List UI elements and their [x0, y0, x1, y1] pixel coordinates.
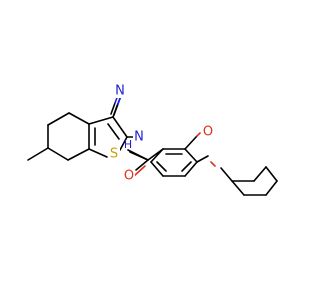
label-backdrop	[114, 84, 126, 98]
ether-o-label: O	[203, 125, 213, 140]
triple-bond	[113, 103, 119, 116]
bond	[88, 116, 114, 125]
benzyl-ether	[184, 132, 216, 167]
bond	[220, 167, 233, 182]
cyclohexane-ring	[27, 112, 90, 161]
bond	[265, 166, 278, 182]
bond	[119, 136, 128, 151]
central-benzene	[150, 148, 198, 177]
bond	[68, 112, 90, 125]
bond	[135, 159, 149, 171]
bond	[231, 180, 245, 196]
amide-h-label: H	[124, 138, 132, 151]
label-backdrop	[123, 169, 135, 183]
bond	[150, 148, 164, 163]
structure-canvas: N N H O O S	[27, 84, 278, 196]
bond	[265, 180, 278, 196]
bond	[88, 148, 108, 158]
carbonyl-o-label: O	[124, 169, 134, 184]
thiophene-ring	[88, 116, 128, 158]
bond	[47, 112, 70, 126]
bond	[196, 132, 201, 137]
atom-labels: N N H O O S	[108, 84, 214, 184]
bond	[127, 149, 149, 161]
bond	[210, 161, 216, 167]
nitrile-n-label: N	[115, 84, 125, 99]
bond	[184, 161, 198, 177]
label-backdrop	[133, 130, 145, 144]
benzyl-phenyl	[196, 155, 278, 196]
amide-n-label: N	[134, 130, 144, 145]
bond	[184, 135, 198, 150]
triple-bond	[110, 102, 116, 115]
bond-double-inner	[107, 123, 120, 140]
bond-double-inner	[156, 161, 167, 172]
carbonyl-double	[133, 165, 146, 177]
bond	[67, 148, 90, 161]
bond	[112, 116, 128, 138]
label-backdrop	[108, 147, 120, 161]
label-backdrop	[202, 125, 214, 139]
molecule-drawing: N N H O O S	[27, 84, 278, 196]
bond-double-inner	[181, 161, 192, 172]
methyl-bond	[27, 147, 49, 161]
bond	[184, 148, 198, 163]
thiophene-s-label: S	[110, 147, 118, 162]
bond	[47, 147, 69, 161]
bond	[253, 166, 267, 182]
bond	[196, 155, 209, 163]
bond	[150, 161, 164, 177]
